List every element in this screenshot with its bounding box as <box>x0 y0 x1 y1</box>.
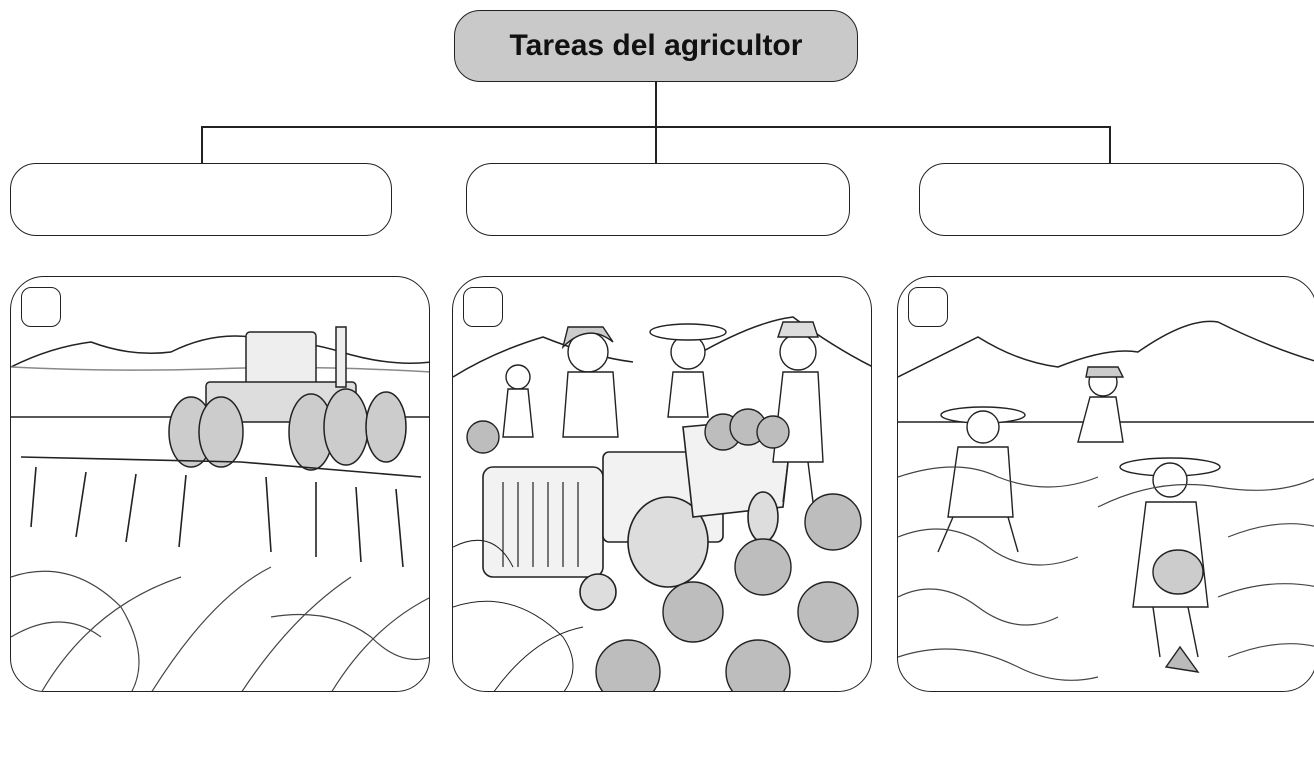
panel-harvest <box>452 276 872 692</box>
connector-middle <box>655 126 657 164</box>
panel-plowing <box>10 276 430 692</box>
title-box: Tareas del agricultor <box>454 10 858 82</box>
diagram-title: Tareas del agricultor <box>509 29 803 62</box>
watermelon-harvest-illustration <box>453 316 871 691</box>
panel-sowing-checkbox[interactable] <box>908 287 948 327</box>
connector-right <box>1109 126 1111 164</box>
connector-left <box>201 126 203 164</box>
answer-box-3[interactable] <box>919 163 1304 236</box>
panel-plowing-checkbox[interactable] <box>21 287 61 327</box>
tractor-plowing-illustration <box>11 326 429 691</box>
panel-harvest-checkbox[interactable] <box>463 287 503 327</box>
answer-box-1[interactable] <box>10 163 392 236</box>
connector-trunk <box>655 82 657 127</box>
answer-box-2[interactable] <box>466 163 850 236</box>
sowing-seeds-illustration <box>898 320 1314 681</box>
panel-sowing <box>897 276 1314 692</box>
